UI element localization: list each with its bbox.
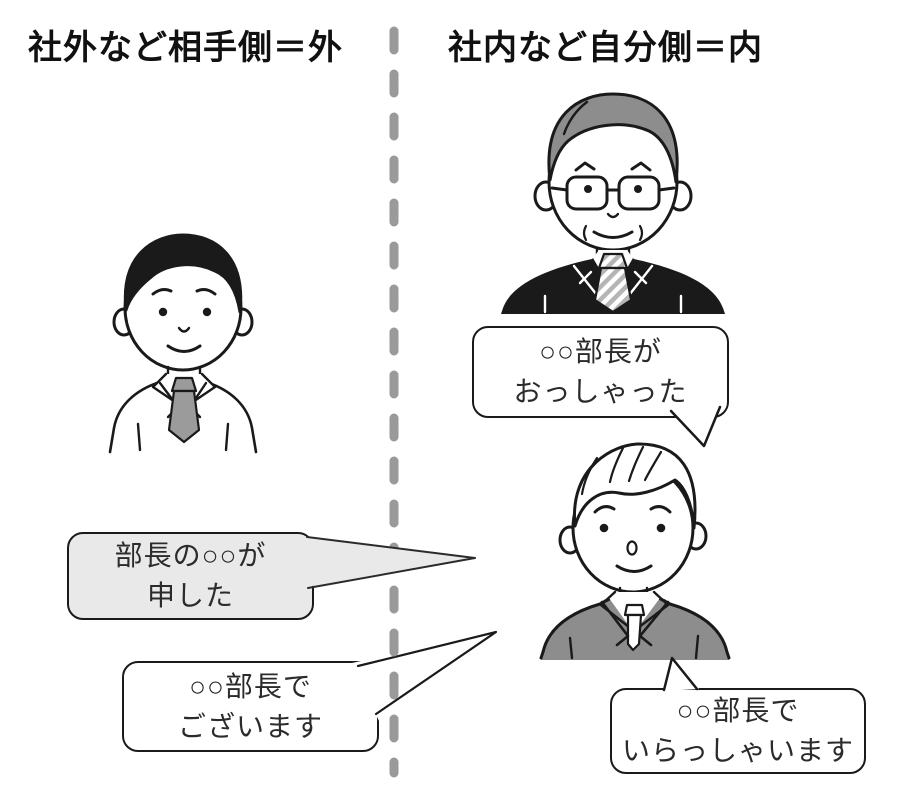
bubble-text-line: おっしゃった [513,376,688,407]
self-person-illustration [539,442,731,660]
speech-bubble-humble-said: 部長の○○が 申した [67,532,314,620]
bubble-text-line: ○○部長で [676,695,800,726]
bubble-text-line: ございます [177,710,323,742]
bubble-text-line: いらっしゃいます [621,735,854,766]
outside-person-illustration [108,233,258,454]
bubble-text-line: ○○部長が [539,336,662,367]
speech-bubble-honorific-is: ○○部長で いらっしゃいます [610,688,866,774]
bubble-text-line: 申した [146,580,234,611]
left-section-heading: 社外など相手側＝外 [28,29,343,67]
right-section-heading: 社内など自分側＝内 [448,29,763,67]
speech-bubble-honorific-said: ○○部長が おっしゃった [472,326,729,418]
bubble-text-line: ○○部長で [189,670,312,702]
inside-outside-divider-line [389,26,399,778]
boss-illustration [501,92,725,314]
bubble-text-line: 部長の○○が [114,540,267,571]
speech-bubble-humble-is: ○○部長で ございます [122,661,379,752]
